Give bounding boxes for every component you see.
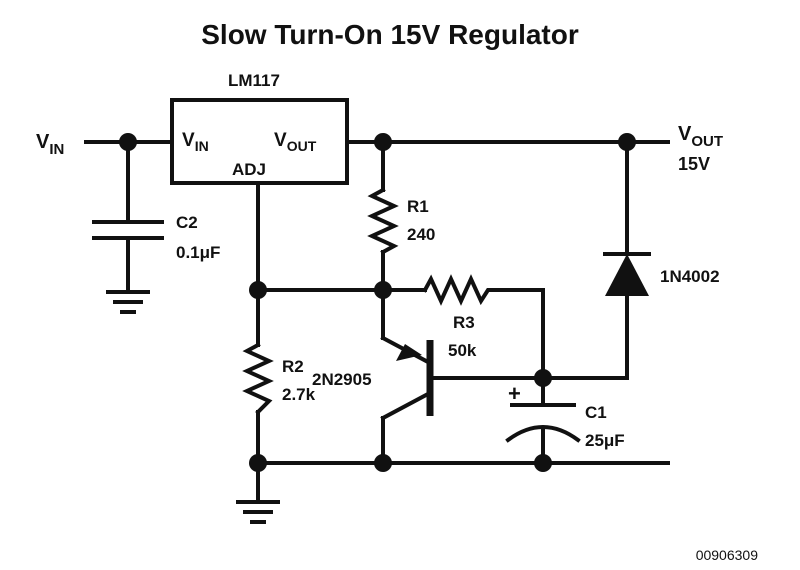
resistor-r2: R2 2.7k — [242, 342, 316, 415]
regulator-pin-in-label: VIN — [182, 130, 209, 154]
ground-symbol-main — [236, 500, 280, 524]
r2-value-label: 2.7k — [282, 385, 316, 404]
transistor-2n2905: 2N2905 — [312, 335, 434, 421]
lm117-regulator: LM117 VIN VOUT ADJ — [170, 71, 349, 185]
r1-value-label: 240 — [407, 225, 435, 244]
regulator-part-label: LM117 — [228, 71, 280, 90]
junction-dots — [119, 133, 636, 472]
r3-value-label: 50k — [448, 341, 477, 360]
regulator-pin-adj-label: ADJ — [232, 160, 266, 179]
figure-id: 00906309 — [696, 547, 759, 563]
resistor-r1: R1 240 — [367, 187, 435, 255]
c2-value-label: 0.1μF — [176, 243, 220, 262]
diode-name-label: 1N4002 — [660, 267, 720, 286]
capacitor-c2: C2 0.1μF — [92, 213, 220, 262]
resistor-r3: R3 50k — [422, 274, 496, 360]
c1-value-label: 25μF — [585, 431, 625, 450]
input-label: VIN — [36, 131, 64, 158]
transistor-name-label: 2N2905 — [312, 370, 372, 389]
r2-name-label: R2 — [282, 357, 304, 376]
capacitor-c1: + C1 25μF — [505, 381, 625, 450]
ground-symbol-c2 — [106, 290, 150, 314]
c1-name-label: C1 — [585, 403, 607, 422]
diagram-title: Slow Turn-On 15V Regulator — [201, 19, 579, 50]
r3-name-label: R3 — [453, 313, 475, 332]
diode-1n4002: 1N4002 — [603, 252, 720, 296]
regulator-pin-out-label: VOUT — [274, 130, 317, 154]
wires — [84, 140, 670, 502]
svg-text:VOUT: VOUT — [678, 123, 723, 150]
r1-name-label: R1 — [407, 197, 429, 216]
output-voltage-label: 15V — [678, 154, 710, 174]
c2-name-label: C2 — [176, 213, 198, 232]
emitter-arrow-icon — [396, 344, 422, 361]
output-label: VOUT 15V — [678, 123, 723, 174]
c1-polarity-label: + — [508, 381, 521, 406]
